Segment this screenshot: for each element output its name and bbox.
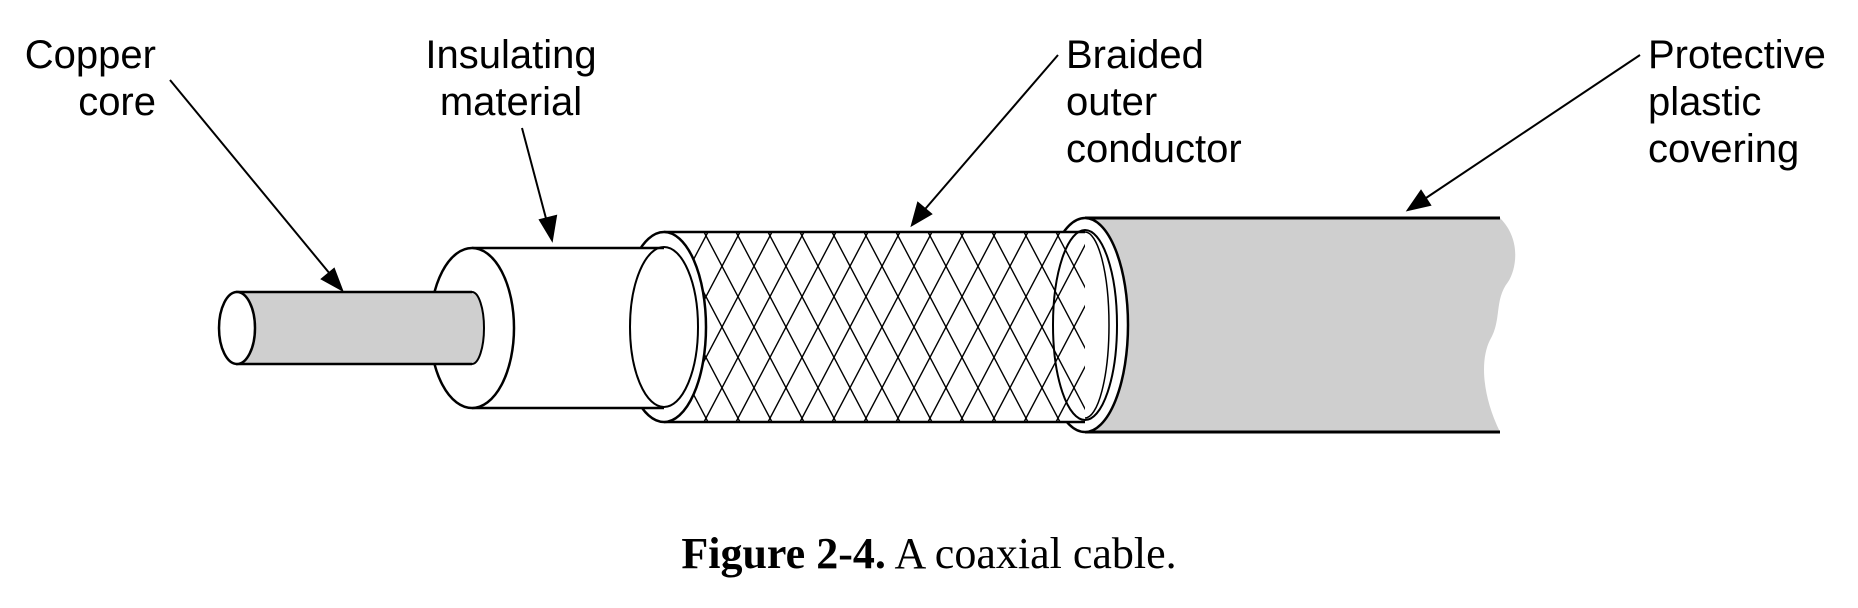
core-exit-rim <box>471 291 485 365</box>
core-body <box>236 292 472 364</box>
copper-core-arrow <box>169 79 344 293</box>
braid-body <box>690 232 1085 422</box>
protective-plastic-covering-label: Protective plastic covering <box>1648 33 1826 171</box>
copper-core <box>217 290 485 366</box>
braid-mesh <box>690 232 1085 422</box>
leader-arrows <box>169 54 1641 293</box>
braid-inner-rim <box>1084 231 1110 419</box>
braided-outer-conductor-label: Braided outer conductor <box>1066 33 1242 171</box>
figure-caption-text: A coaxial cable. <box>894 529 1177 578</box>
insulating-material-label: Insulating material <box>425 33 597 124</box>
braid-right-rim <box>1052 229 1118 421</box>
protective-plastic-covering <box>1040 216 1516 434</box>
core-end-face <box>217 290 257 366</box>
figure-caption: Figure 2-4. A coaxial cable. <box>0 528 1858 580</box>
braided-outer-conductor-arrow <box>910 54 1059 228</box>
protective-plastic-covering-arrow <box>1405 54 1641 212</box>
insulating-material-arrow <box>521 127 558 243</box>
jacket-body <box>1085 218 1516 432</box>
copper-core-label: Copper core <box>24 33 156 124</box>
insulator-inner-rim <box>629 246 699 408</box>
figure-number: Figure 2-4. <box>681 529 886 578</box>
